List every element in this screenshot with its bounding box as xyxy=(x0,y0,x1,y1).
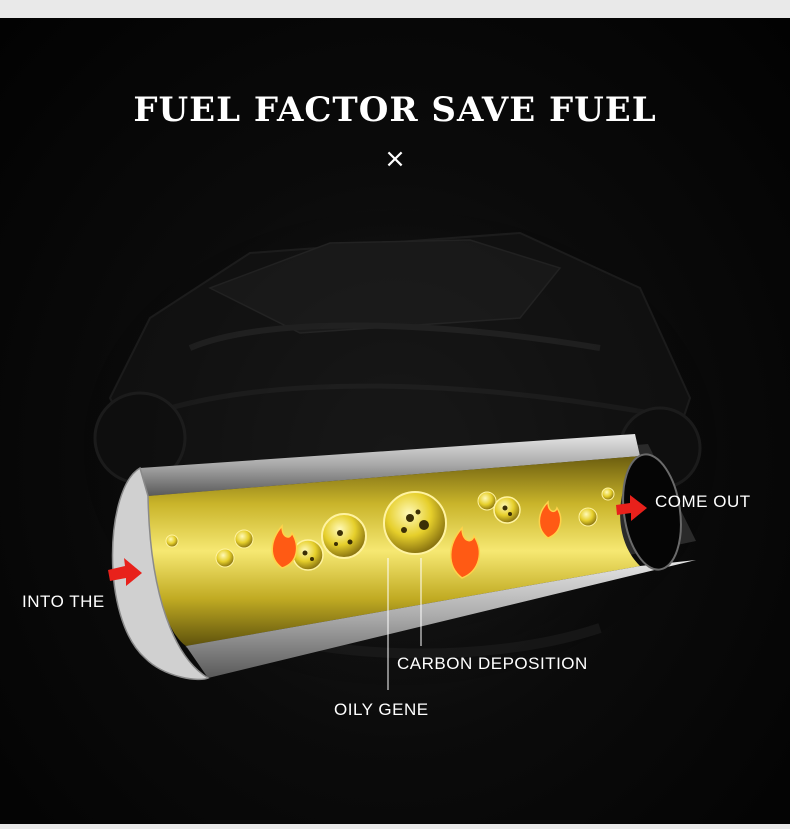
pipe-illustration xyxy=(80,208,720,690)
times-icon: × xyxy=(384,144,406,174)
label-carbon-deposition: CARBON DEPOSITION xyxy=(397,654,588,673)
label-oily-gene: OILY GENE xyxy=(334,700,429,719)
flame-icon xyxy=(271,500,562,579)
leader-lines xyxy=(387,558,422,690)
page-title: FUEL FACTOR SAVE FUEL xyxy=(133,90,657,130)
arrow-right-icon xyxy=(108,495,647,586)
oil-bubbles xyxy=(165,487,615,571)
label-into: INTO THE xyxy=(22,592,105,611)
ad-banner: FUEL FACTOR SAVE FUEL × INTO THE COME OU… xyxy=(0,18,790,824)
label-out: COME OUT xyxy=(655,492,751,511)
